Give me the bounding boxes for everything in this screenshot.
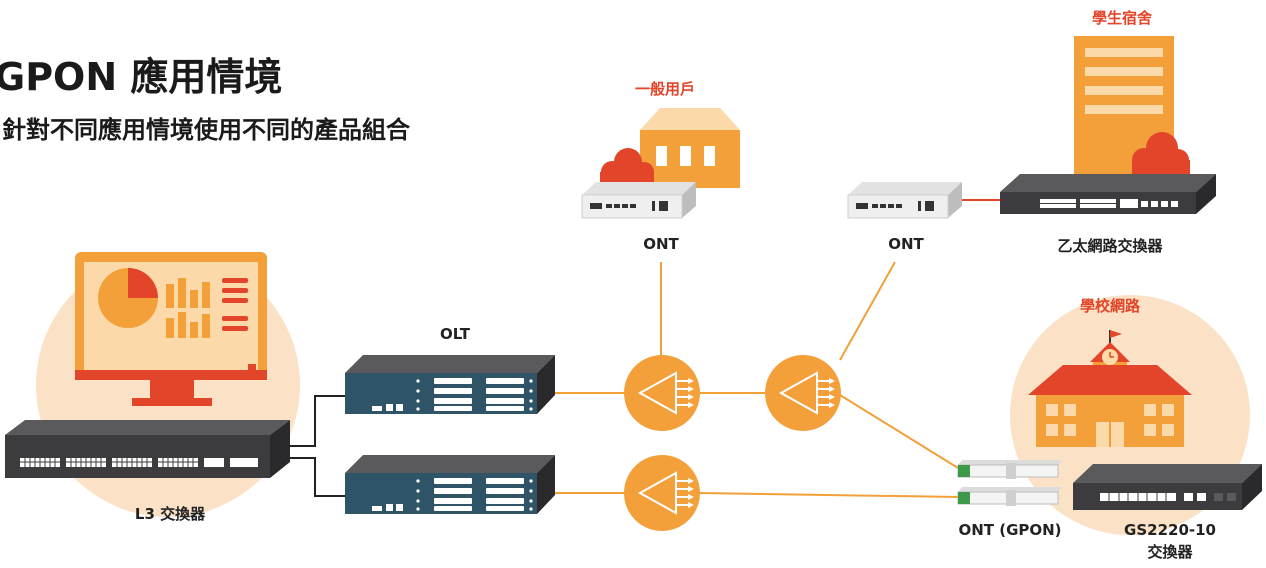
ont-dorm-device-icon xyxy=(847,182,962,219)
school-category-label: 學校網路 xyxy=(1079,297,1140,315)
gs2220-model-label: GS2220-10 xyxy=(1124,521,1216,539)
olt-1-icon xyxy=(345,355,555,414)
ethernet-lines xyxy=(290,395,345,497)
cloud-icon-dorm xyxy=(1132,132,1190,174)
ont-home-label: ONT xyxy=(643,235,679,253)
splitter-2-icon xyxy=(765,355,841,431)
gs2220-type-label: 交換器 xyxy=(1147,543,1193,561)
splitter-3-icon xyxy=(624,455,700,531)
splitter2-ont-dorm-line xyxy=(839,261,896,361)
gs2220-switch-icon xyxy=(1073,464,1262,510)
ont-gpon-label: ONT (GPON) xyxy=(958,521,1062,539)
olt-label: OLT xyxy=(439,325,471,343)
fiber-lines xyxy=(555,261,959,498)
ont-gpon-sfp-icon-2 xyxy=(957,487,1062,506)
olt-2-icon xyxy=(345,455,555,514)
ont-dorm-label: ONT xyxy=(888,235,924,253)
ethernet-switch-icon xyxy=(1000,174,1216,214)
monitor-icon xyxy=(75,252,267,406)
splitter2-ont-gpon-line xyxy=(839,394,959,469)
splitter3-ont-gpon-line xyxy=(699,492,959,498)
school-building-icon xyxy=(1028,330,1192,447)
page-subtitle: 針對不同應用情境使用不同的產品組合 xyxy=(2,116,410,144)
ethernet-switch-label: 乙太網路交換器 xyxy=(1057,237,1163,255)
l3-switch-icon xyxy=(5,420,290,478)
home-category-label: 一般用戶 xyxy=(634,80,695,98)
splitter-1-icon xyxy=(624,355,700,431)
l3-switch-label: L3 交換器 xyxy=(134,505,206,523)
house-icon xyxy=(640,108,740,188)
ont-gpon-sfp-icon-1 xyxy=(957,460,1062,479)
l3-olt1-line xyxy=(290,395,345,447)
l3-olt2-line xyxy=(290,457,345,497)
cloud-icon-home xyxy=(600,148,654,184)
page-title: GPON 應用情境 xyxy=(0,55,283,99)
ont-home-device-icon xyxy=(581,182,696,219)
dorm-category-label: 學生宿舍 xyxy=(1091,9,1152,27)
